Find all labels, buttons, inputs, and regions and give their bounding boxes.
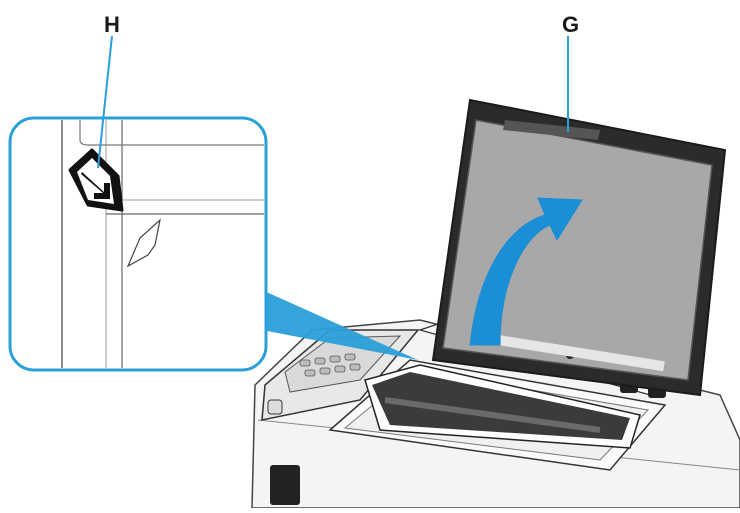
document-cover xyxy=(431,98,727,397)
curved-arrow-up-icon xyxy=(469,197,583,346)
callout-label-h: H xyxy=(104,12,120,37)
panel-buttons xyxy=(299,353,361,377)
leader-line-h xyxy=(97,35,113,169)
callout-label-g: G xyxy=(562,12,580,37)
front-port xyxy=(270,465,300,505)
zoom-detail xyxy=(8,35,268,372)
arrow-down-right-icon xyxy=(68,148,124,212)
document-sheet xyxy=(364,364,641,449)
zoom-pointer xyxy=(262,290,418,360)
page-corner xyxy=(126,218,161,268)
power-button xyxy=(267,399,283,415)
